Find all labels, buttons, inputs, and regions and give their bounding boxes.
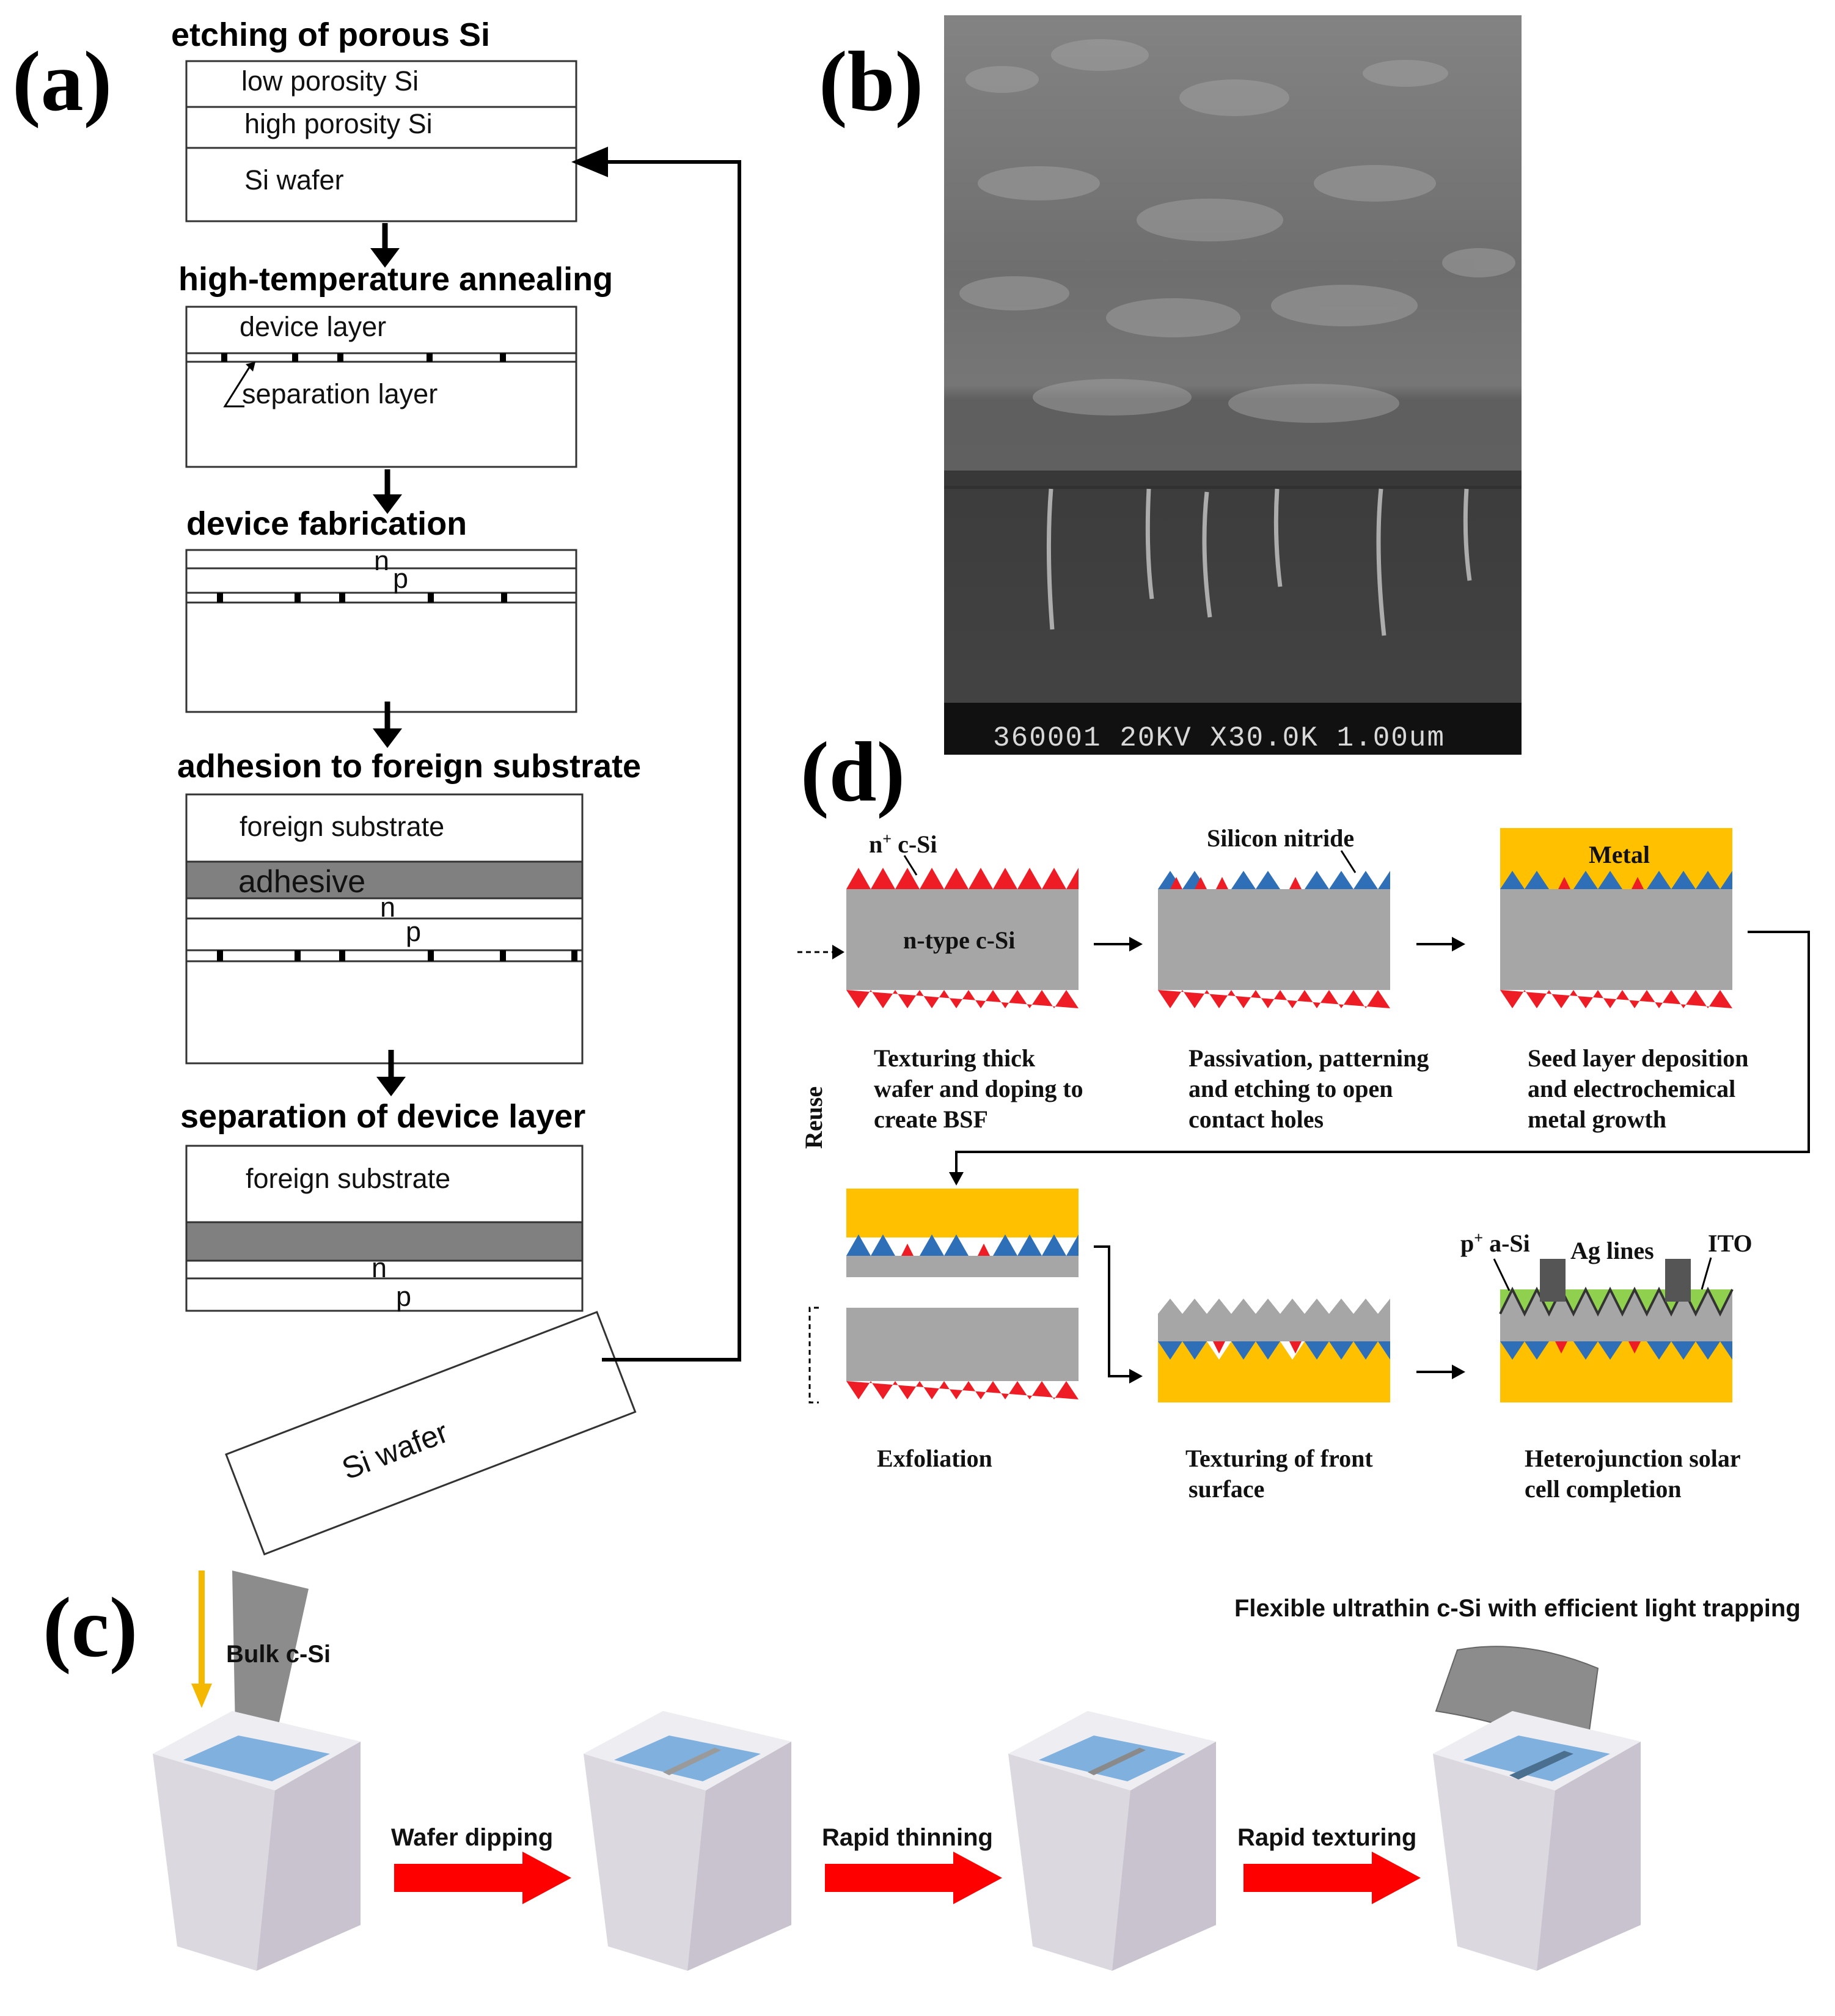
svg-text:Passivation, patterning: Passivation, patterning (1189, 1044, 1429, 1072)
n-label-4: n (380, 892, 395, 923)
step2-title: high-temperature annealing (178, 261, 613, 298)
recycle-line (602, 160, 741, 1362)
step4-stack (185, 793, 584, 1065)
wafer-d2: Silicon nitride (1158, 824, 1390, 1008)
svg-text:and etching to open: and etching to open (1189, 1075, 1393, 1102)
panel-label-a: (a) (12, 34, 112, 129)
foreign-substrate-label-5: foreign substrate (246, 1163, 450, 1194)
device-layer-label: device layer (240, 311, 386, 342)
si-wafer-label: Si wafer (244, 164, 344, 196)
ag-line-1 (1540, 1259, 1566, 1302)
wafer-d5 (1158, 1299, 1390, 1402)
separated-wafer: Si wafer (225, 1311, 637, 1556)
ag-line-2 (1665, 1259, 1691, 1302)
separation-dots-2 (221, 353, 506, 362)
pplus-label: p+ a-Si (1460, 1229, 1530, 1257)
wafer-d3: Metal (1500, 828, 1732, 1008)
caption-4: Exfoliation (877, 1445, 992, 1472)
svg-text:Rapid thinning: Rapid thinning (822, 1824, 993, 1851)
beaker-3 (1008, 1711, 1216, 1971)
panel-a: etching of porous Si low porosity Si hig… (171, 16, 741, 1556)
panel-c: Bulk c-Si Flexible ultrathin c-Si with e… (153, 1571, 1801, 1971)
ito-label: ITO (1708, 1230, 1753, 1257)
step2-stack (185, 306, 577, 468)
sem-scale-text: 360001 20KV X30.0K 1.00um (993, 722, 1445, 754)
separation-dots-4 (217, 950, 577, 961)
svg-text:Wafer dipping: Wafer dipping (391, 1824, 553, 1851)
svg-text:wafer and doping to: wafer and doping to (874, 1075, 1083, 1102)
svg-text:and electrochemical: and electrochemical (1528, 1075, 1735, 1102)
nplus-label: n+ c-Si (869, 830, 937, 858)
svg-text:Seed layer deposition: Seed layer deposition (1528, 1044, 1749, 1072)
separation-layer-label: separation layer (242, 378, 438, 409)
caption-3: Seed layer deposition and electrochemica… (1528, 1044, 1749, 1133)
svg-text:metal growth: metal growth (1528, 1105, 1666, 1133)
svg-text:Texturing thick: Texturing thick (874, 1044, 1036, 1072)
panel-label-c: (c) (43, 1580, 137, 1675)
bulk-label: Bulk c-Si (226, 1641, 331, 1668)
step3-title: device fabrication (186, 505, 467, 542)
step4-title: adhesion to foreign substrate (177, 748, 641, 785)
p-label-3: p (393, 563, 408, 594)
n-label-5: n (372, 1252, 387, 1283)
step1-title: etching of porous Si (171, 16, 490, 53)
separation-dots-3 (217, 593, 507, 603)
beaker-2 (584, 1711, 791, 1971)
recycle-arrowhead (571, 147, 608, 177)
beaker-1 (153, 1711, 361, 1971)
caption-6: Heterojunction solar cell completion (1525, 1445, 1741, 1503)
svg-text:create BSF: create BSF (874, 1105, 988, 1133)
ag-label: Ag lines (1570, 1237, 1654, 1264)
wafer-d4 (808, 1189, 1079, 1404)
step1-stack (185, 60, 577, 222)
step5-title: separation of device layer (180, 1098, 585, 1135)
n-label-3: n (374, 545, 389, 576)
wafer-d6: p+ a-Si Ag lines ITO (1460, 1229, 1753, 1402)
svg-text:contact holes: contact holes (1189, 1105, 1324, 1133)
svg-text:Heterojunction solar: Heterojunction solar (1525, 1445, 1741, 1472)
p-label-5: p (396, 1281, 411, 1312)
process-arrow-2: Rapid thinning (822, 1824, 1002, 1904)
p-label-4: p (406, 916, 421, 947)
panel-label-b: (b) (819, 34, 923, 129)
svg-text:cell completion: cell completion (1525, 1475, 1682, 1503)
low-porosity-label: low porosity Si (241, 65, 419, 97)
caption-2: Passivation, patterning and etching to o… (1189, 1044, 1429, 1133)
caption-1: Texturing thick wafer and doping to crea… (874, 1044, 1083, 1133)
wafer-d1: n-type c-Si n+ c-Si (797, 830, 1079, 1008)
panel-b-sem-image: 360001 20KV X30.0K 1.00um (944, 15, 1522, 755)
result-label: Flexible ultrathin c-Si with efficient l… (1234, 1595, 1801, 1622)
process-arrow-3: Rapid texturing (1237, 1824, 1421, 1904)
svg-text:Texturing of front: Texturing of front (1185, 1445, 1373, 1472)
reuse-label: Reuse (800, 1087, 827, 1149)
step3-stack (185, 549, 577, 713)
high-porosity-label: high porosity Si (244, 108, 433, 139)
process-arrow-1: Wafer dipping (391, 1824, 571, 1904)
svg-text:Rapid texturing: Rapid texturing (1237, 1824, 1416, 1851)
adhesive-layer (185, 860, 584, 900)
ntype-label: n-type c-Si (903, 926, 1015, 954)
bulk-wafer (232, 1571, 309, 1742)
svg-text:Exfoliation: Exfoliation (877, 1445, 992, 1472)
panel-label-d: (d) (800, 725, 905, 819)
beaker-4 (1433, 1711, 1641, 1971)
foreign-substrate-label-4: foreign substrate (240, 811, 444, 842)
adhesive-label: adhesive (238, 864, 365, 900)
panel-d: n-type c-Si n+ c-Si Silicon nitride (797, 824, 1810, 1503)
metal-label: Metal (1589, 841, 1650, 868)
adhesive-layer-5 (185, 1221, 584, 1262)
svg-text:surface: surface (1189, 1475, 1264, 1503)
caption-5: Texturing of front surface (1185, 1445, 1373, 1503)
nitride-label: Silicon nitride (1207, 824, 1354, 852)
sem-columns (1046, 488, 1472, 636)
